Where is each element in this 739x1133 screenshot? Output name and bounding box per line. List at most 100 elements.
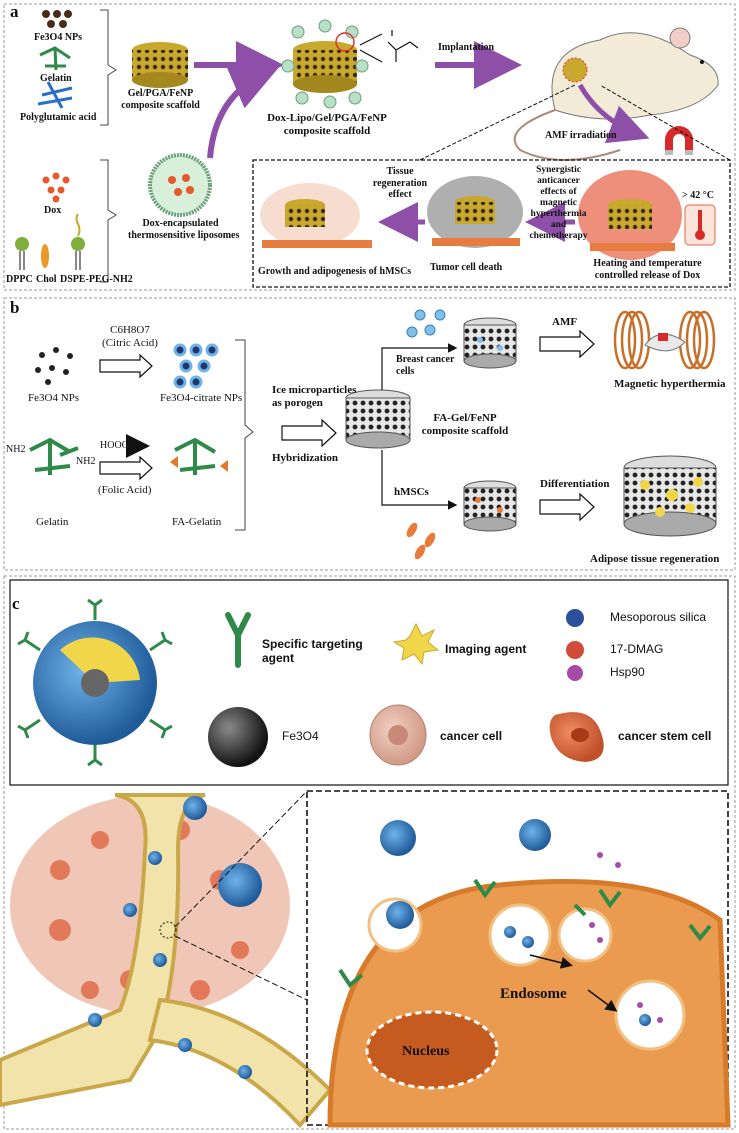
panel-a-inner-box	[252, 159, 731, 288]
growth-label: Growth and adipogenesis of hMSCs	[258, 266, 412, 277]
fa-scaffold-label: FA-Gel/FeNP composite scaffold	[421, 412, 509, 437]
panel-c-graphics	[0, 575, 736, 1130]
panel-b-graphics	[3, 297, 736, 571]
adipose-label: Adipose tissue regeneration	[590, 553, 720, 565]
silica-icon	[566, 609, 584, 627]
cancer-cell-label: cancer cell	[440, 729, 503, 743]
hmsc-scaffold-icon	[463, 480, 517, 532]
chol-label: Chol	[36, 274, 57, 285]
imaging-agent-icon	[392, 622, 440, 666]
hsp90-icon	[567, 665, 583, 681]
nh2-left-label: NH2	[6, 444, 26, 455]
amf-b-label: AMF	[552, 316, 578, 328]
ice-label: Ice microparticles as porogen	[272, 384, 357, 409]
panel-c-label: c	[12, 594, 20, 613]
dspe-label: DSPE-PEG-NH2	[60, 274, 133, 285]
fe3o4-sphere-icon	[208, 707, 268, 767]
heating-label: Heating and temperature controlled relea…	[593, 258, 702, 281]
fa-scaffold-icon	[345, 389, 411, 449]
thermometer-icon	[684, 204, 716, 246]
fa-gelatin-icon	[170, 437, 228, 475]
pga-strands-icon	[37, 81, 73, 109]
growth-scaffold-icon	[260, 183, 372, 248]
zoom-line-left	[419, 84, 576, 161]
hybrid-arrow-icon	[281, 418, 337, 448]
targeting-label: Specific targeting agent	[262, 637, 363, 665]
hsp90-label: Hsp90	[610, 665, 645, 679]
fe3o4-nps-icon	[42, 10, 72, 28]
temp-label: > 42 °C	[682, 190, 714, 201]
targeting-agent-icon	[225, 612, 251, 668]
arrow-up-branch	[381, 343, 458, 390]
fe3o4-b-label: Fe3O4 NPs	[28, 392, 80, 404]
big-nanoparticle-icon	[17, 598, 173, 767]
panel-b-label: b	[10, 298, 20, 317]
coil-mouse-icon	[613, 310, 716, 370]
folic-arrow-icon	[99, 434, 153, 481]
imaging-label: Imaging agent	[445, 642, 527, 656]
arrow-liposome-curve	[207, 64, 280, 159]
amf-arrow-icon	[539, 329, 595, 359]
pga-label: Polyglutamic acid	[20, 112, 97, 123]
zoom-line-c1	[174, 790, 308, 928]
adipose-scaffold-icon	[623, 455, 717, 537]
scaffold1-label: Gel/PGA/FeNP composite scaffold	[121, 88, 200, 111]
fe3o4-citrate-label: Fe3O4-citrate NPs	[160, 392, 243, 404]
zoom-line-c2	[174, 935, 308, 1001]
bracket-b-icon	[235, 339, 254, 531]
panel-b-border	[3, 297, 736, 571]
bracket-bottom-icon	[100, 159, 117, 283]
arrow-down-branch	[381, 450, 458, 510]
cancer-stem-cell-icon	[549, 712, 604, 762]
diff-arrow-icon	[539, 492, 595, 522]
gelatin-b-icon	[29, 437, 79, 475]
heating-scaffold-icon	[578, 170, 682, 260]
synergy-label: Synergistic anticancer effects of magnet…	[529, 165, 588, 241]
hmsc-cells-icon	[406, 522, 436, 560]
panel-a-label: a	[10, 2, 19, 21]
gelatin-b-label: Gelatin	[36, 516, 69, 528]
panel-a-graphics	[3, 3, 736, 291]
scaffold-dox-lipo-icon	[281, 19, 369, 109]
implantation-label: Implantation	[438, 42, 495, 53]
amide-structure-icon	[359, 30, 419, 63]
vessel-nanoparticles-icon	[88, 796, 262, 1079]
breast-cells-icon	[406, 309, 446, 338]
hybrid-label: Hybridization	[272, 452, 339, 464]
cancer-cell-icon	[369, 704, 427, 766]
bracket-top-icon	[100, 9, 117, 126]
fa-gelatin-label: FA-Gelatin	[172, 516, 222, 528]
tissue-regen-label: Tissue regeneration effect	[372, 166, 428, 200]
endosome-label: Endosome	[500, 986, 567, 1002]
scaffold-gel-pga-icon	[132, 42, 188, 88]
dppc-label: DPPC	[6, 274, 33, 285]
amf-label: AMF irradiation	[545, 130, 617, 141]
lipid-icons	[15, 213, 85, 270]
liposome-icon	[148, 153, 212, 217]
dox-dots-icon	[42, 172, 70, 203]
zoom-line-right	[599, 84, 731, 161]
hooc-label: HOOC	[100, 440, 129, 451]
dmag-icon	[566, 641, 584, 659]
tumor-scaffold-icon	[427, 176, 523, 248]
cell-membrane-icon	[327, 819, 731, 1128]
magnetic-label: Magnetic hyperthermia	[614, 378, 726, 390]
stem-cell-label: cancer stem cell	[618, 729, 712, 743]
arrow-amf	[577, 83, 650, 144]
blood-vessel-icon	[0, 793, 333, 1128]
diff-label: Differentiation	[540, 478, 610, 490]
fe3o4-dots-b-icon	[35, 347, 73, 385]
hmsc-label: hMSCs	[394, 486, 429, 498]
dox-label: Dox	[44, 205, 62, 216]
citrate-arrow-icon	[99, 353, 153, 379]
liposome-label: Dox-encapsulated thermosensitive liposom…	[128, 218, 240, 241]
dmag-label: 17-DMAG	[610, 642, 664, 656]
tumor-death-label: Tumor cell death	[430, 262, 503, 273]
scaffold2-label: Dox-Lipo/Gel/PGA/FeNP composite scaffold	[267, 112, 387, 137]
breast-scaffold-icon	[463, 317, 517, 369]
folic-label: (Folic Acid)	[98, 484, 152, 496]
fe3o4-label: Fe3O4 NPs	[34, 32, 83, 43]
silica-label: Mesoporous silica	[610, 610, 707, 624]
